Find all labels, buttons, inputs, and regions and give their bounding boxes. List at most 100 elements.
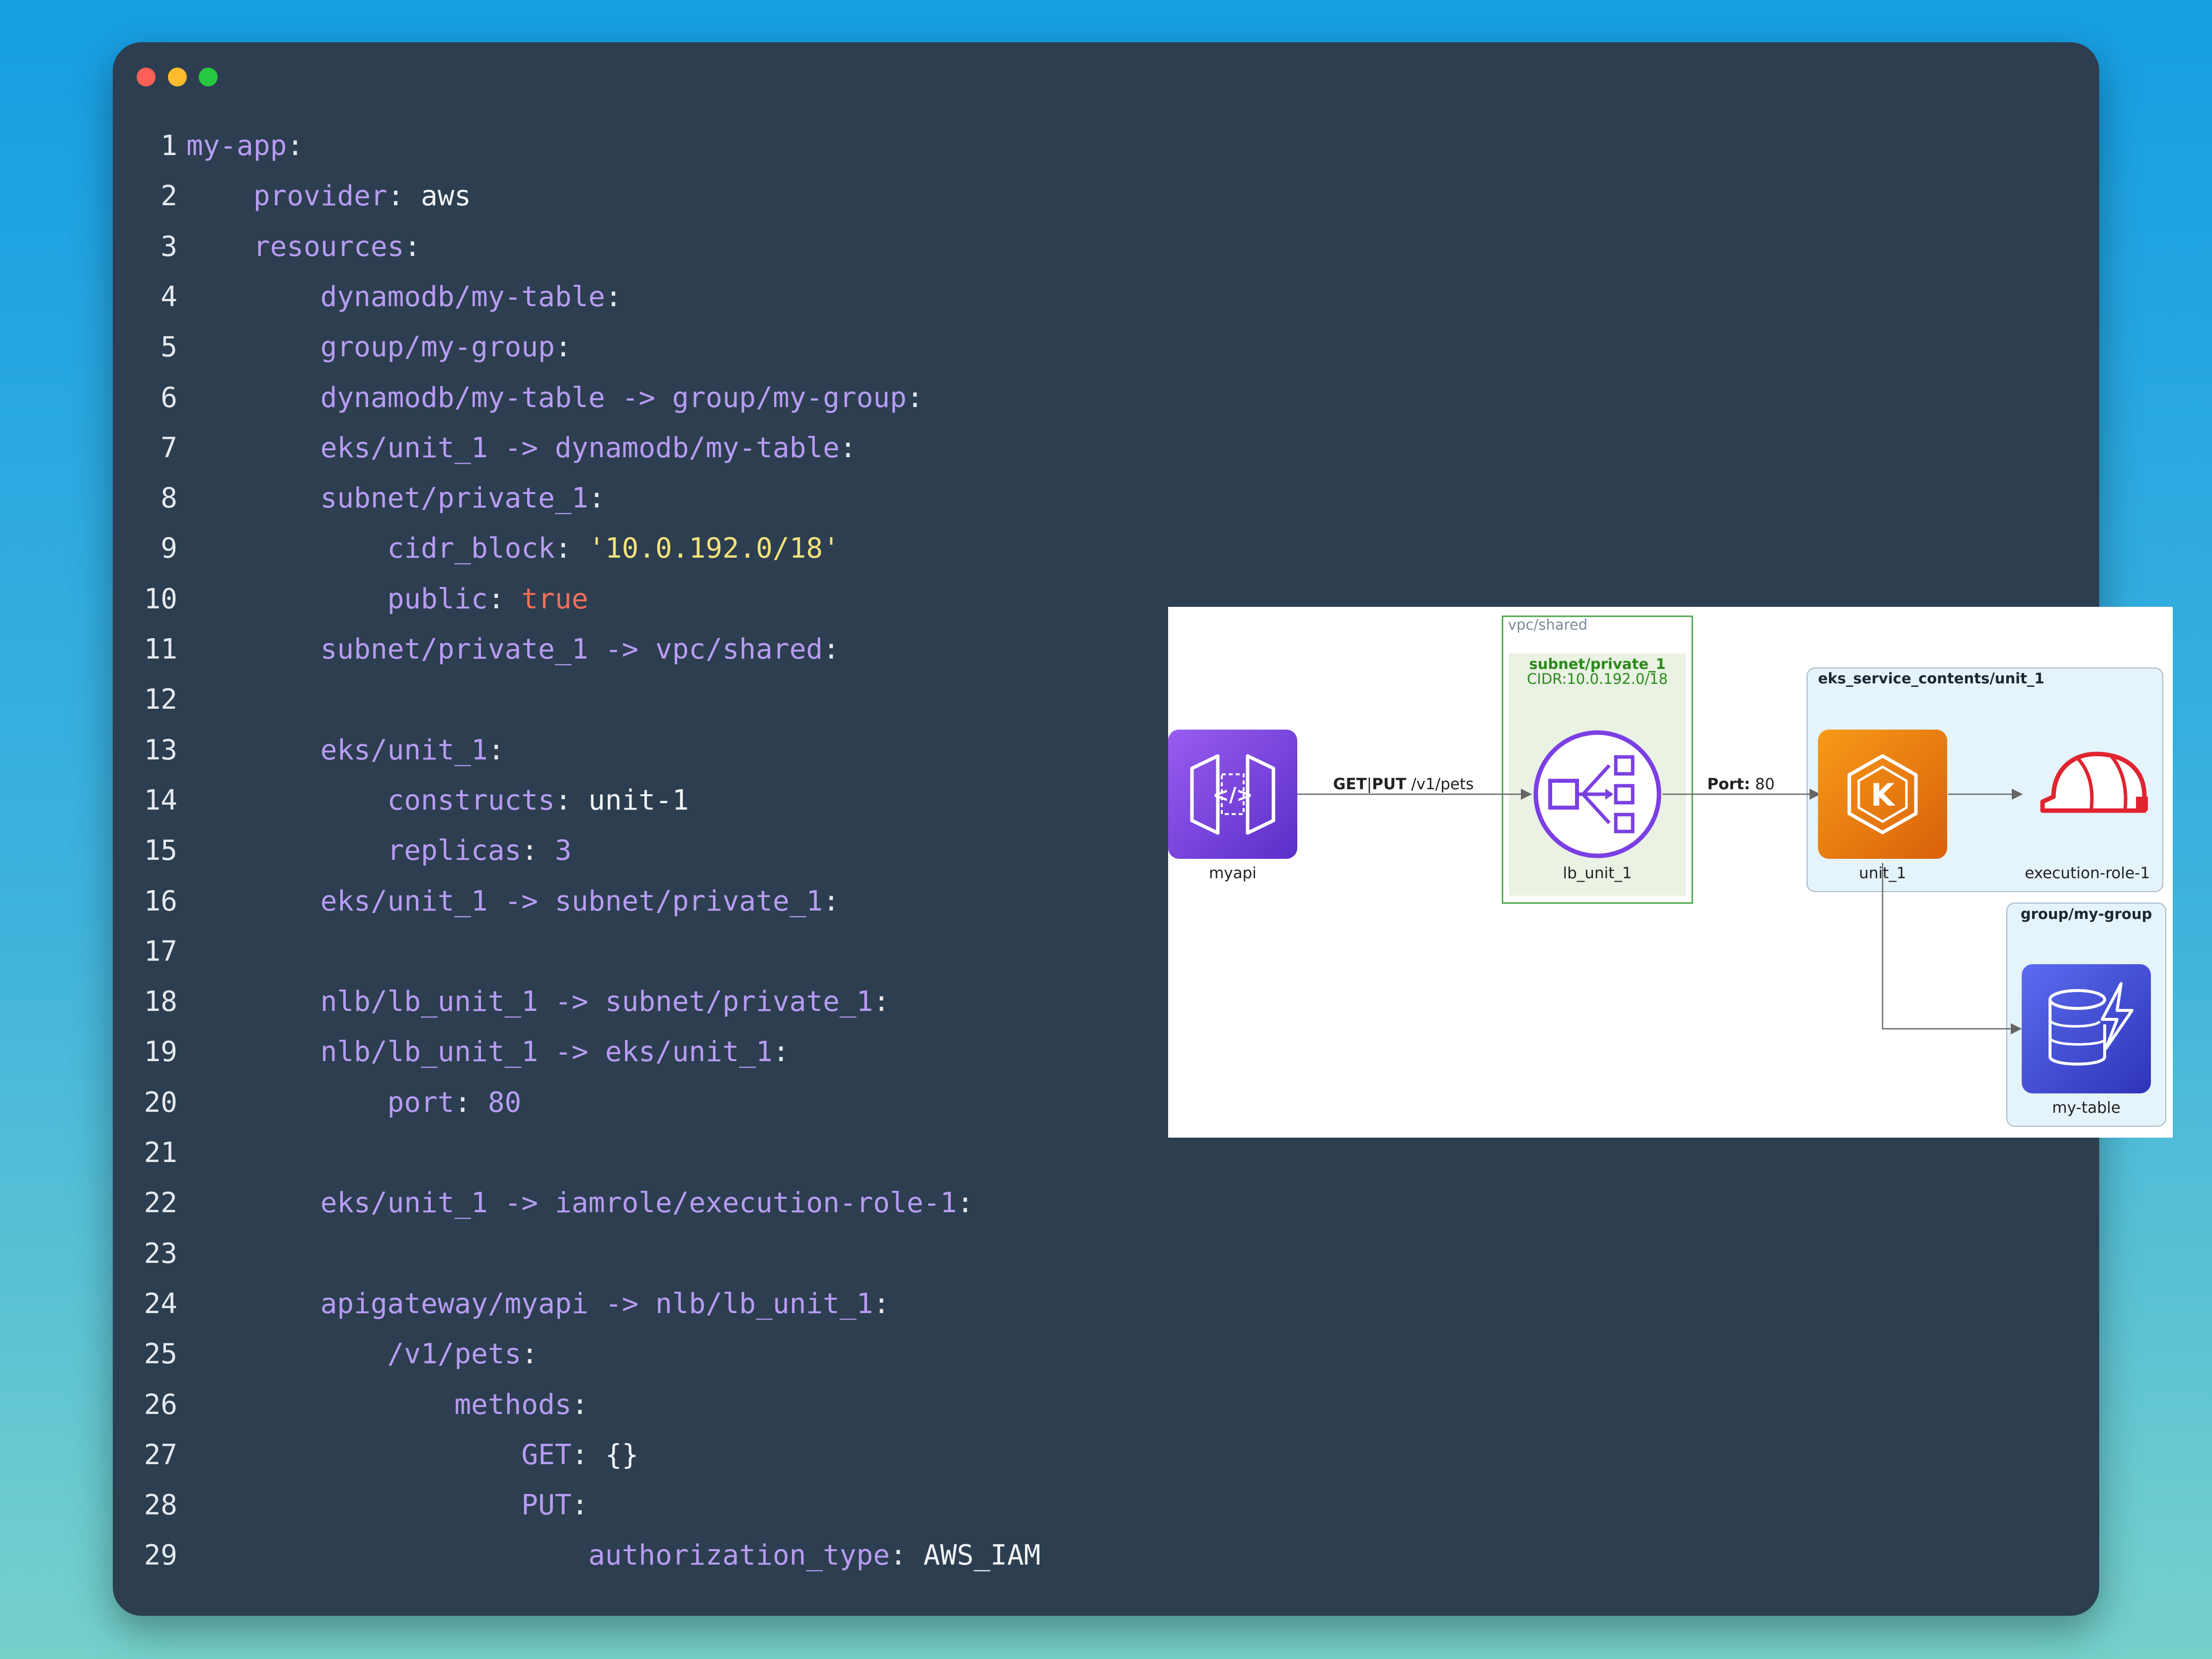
code-token: eks/unit_1 -> subnet/private_1 — [320, 885, 823, 917]
line-number: 14 — [144, 784, 177, 817]
code-token: dynamodb/my-table -> group/my-group — [320, 381, 907, 414]
line-number: 2 — [160, 180, 177, 213]
code-token: apigateway/myapi -> nlb/lb_unit_1 — [320, 1287, 873, 1320]
code-text: my-app: — [186, 121, 304, 171]
line-number: 11 — [144, 633, 177, 665]
code-token: eks/unit_1 — [320, 734, 488, 766]
code-text: public: true — [186, 574, 589, 624]
code-token: 80 — [487, 1086, 522, 1119]
architecture-diagram: vpc/shared subnet/private_1 CIDR:10.0.19… — [1168, 607, 2173, 1138]
line-number: 5 — [160, 331, 177, 364]
line-number: 24 — [144, 1287, 177, 1320]
api-gateway-icon: </> — [1168, 730, 1297, 859]
code-token: cidr_block — [387, 532, 555, 565]
code-token: : — [487, 582, 522, 615]
code-token: : — [605, 280, 622, 313]
code-token: authorization_type — [588, 1539, 890, 1572]
line-number: 4 — [160, 280, 177, 313]
code-token: aws — [421, 180, 472, 213]
code-text: subnet/private_1: — [186, 473, 605, 523]
code-text: eks/unit_1 -> subnet/private_1: — [186, 876, 840, 926]
line-number: 12 — [144, 683, 177, 716]
code-text: apigateway/myapi -> nlb/lb_unit_1: — [186, 1279, 890, 1329]
code-token: subnet/private_1 — [320, 482, 589, 515]
code-token: eks/unit_1 -> dynamodb/my-table — [320, 431, 840, 464]
myapi-label: myapi — [1209, 864, 1257, 882]
edge-unit-to-table — [1882, 863, 2022, 1035]
code-text: dynamodb/my-table -> group/my-group: — [186, 373, 924, 423]
iam-role-helmet-icon — [2040, 751, 2148, 813]
code-token: provider — [253, 180, 388, 213]
maximize-window-button[interactable] — [199, 68, 218, 86]
code-text: eks/unit_1 -> iamrole/execution-role-1: — [186, 1178, 974, 1228]
code-text: cidr_block: '10.0.192.0/18' — [186, 523, 840, 574]
code-text: GET: {} — [186, 1430, 638, 1480]
line-number: 22 — [144, 1187, 177, 1220]
code-token: replicas — [387, 834, 522, 867]
code-text: /v1/pets: — [186, 1329, 538, 1379]
code-token: public — [387, 582, 488, 615]
code-token: {} — [605, 1438, 639, 1471]
code-token: : — [554, 331, 572, 364]
node-unit-1[interactable]: K unit_1 — [1818, 730, 1947, 882]
code-text: eks/unit_1: — [186, 725, 505, 775]
code-text: replicas: 3 — [186, 826, 572, 876]
eks-cluster-label: eks_service_contents/unit_1 — [1818, 670, 2045, 687]
code-token: : — [956, 1187, 974, 1220]
line-number: 7 — [160, 431, 177, 464]
code-text: resources: — [186, 222, 421, 272]
code-token: : — [554, 532, 589, 565]
code-token: my-app — [186, 130, 287, 162]
node-execution-role-1[interactable]: execution-role-1 — [2025, 751, 2150, 882]
code-token: : — [873, 986, 890, 1018]
code-token: : — [823, 885, 840, 917]
minimize-window-button[interactable] — [168, 68, 187, 86]
line-number: 26 — [144, 1388, 177, 1421]
code-window: 1 my-app: 2 provider: aws 3 resources: 4 dynamo… — [113, 42, 2173, 1616]
code-token: PUT — [521, 1489, 572, 1522]
code-token: : — [823, 633, 840, 665]
line-number: 19 — [144, 1036, 177, 1069]
code-token: : — [571, 1489, 589, 1522]
my-table-label: my-table — [2052, 1099, 2121, 1117]
code-token: : — [554, 784, 589, 817]
code-token: 3 — [554, 834, 572, 867]
code-text: provider: aws — [186, 171, 471, 221]
code-text: subnet/private_1 -> vpc/shared: — [186, 624, 840, 674]
code-token: : — [521, 1338, 538, 1371]
code-token: eks/unit_1 -> iamrole/execution-role-1 — [320, 1187, 957, 1220]
node-my-table[interactable]: my-table — [2022, 964, 2151, 1117]
code-token: : — [571, 1388, 589, 1421]
line-number: 29 — [144, 1539, 177, 1572]
lb-unit-1-label: lb_unit_1 — [1563, 864, 1632, 882]
code-token: : — [571, 1438, 605, 1471]
line-number: 16 — [144, 885, 177, 917]
line-number: 17 — [144, 935, 177, 968]
code-token: GET — [521, 1438, 572, 1471]
node-lb-unit-1[interactable]: lb_unit_1 — [1533, 730, 1661, 882]
code-text: port: 80 — [186, 1078, 522, 1128]
close-window-button[interactable] — [137, 68, 156, 86]
line-number: 10 — [144, 582, 177, 615]
code-token: true — [521, 582, 589, 615]
code-token: : — [287, 130, 304, 162]
code-token: : — [521, 834, 555, 867]
line-number: 1 — [160, 130, 177, 162]
code-text: authorization_type: AWS_IAM — [186, 1530, 1040, 1580]
unit-1-label: unit_1 — [1859, 864, 1906, 882]
code-token: resources — [253, 230, 404, 263]
diagram-canvas: vpc/shared subnet/private_1 CIDR:10.0.19… — [1168, 615, 2166, 1127]
code-token: : — [873, 1287, 890, 1320]
code-text: nlb/lb_unit_1 -> eks/unit_1: — [186, 1027, 790, 1077]
node-myapi[interactable]: </> myapi — [1168, 730, 1297, 882]
subnet-label: subnet/private_1 — [1529, 656, 1665, 672]
code-token: methods — [454, 1388, 572, 1421]
svg-text:</>: </> — [1212, 784, 1253, 807]
line-number: 15 — [144, 834, 177, 867]
line-number: 28 — [144, 1489, 177, 1522]
line-number: 6 — [160, 381, 177, 414]
code-token: unit-1 — [588, 784, 689, 817]
dynamodb-table-icon — [2022, 964, 2151, 1093]
code-token: '10.0.192.0/18' — [588, 532, 840, 565]
code-token: : — [773, 1036, 790, 1069]
